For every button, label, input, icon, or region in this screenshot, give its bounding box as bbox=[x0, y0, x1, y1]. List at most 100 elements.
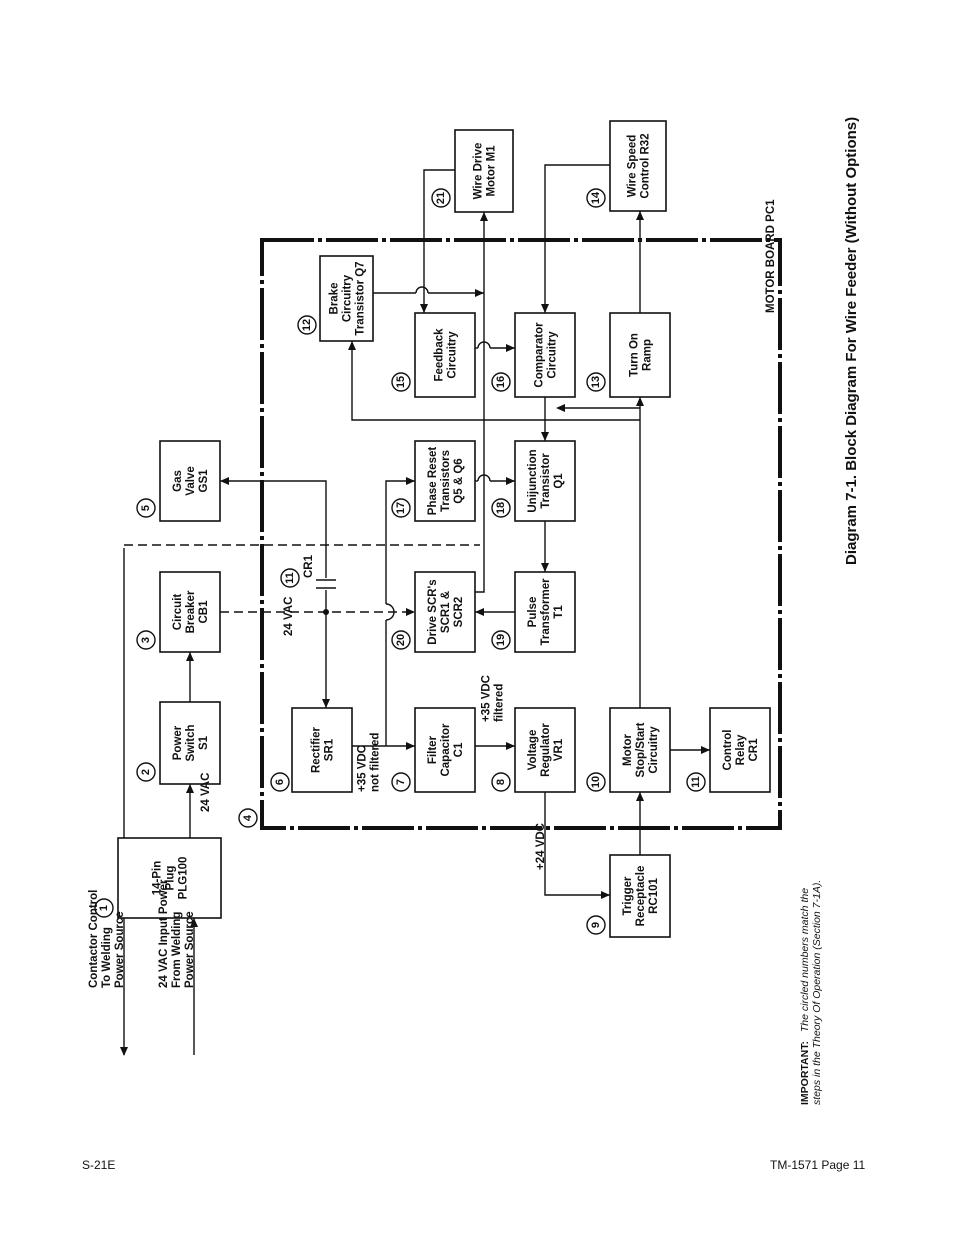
block-label-phasereset: Phase ResetTransistorsQ5 & Q6 bbox=[427, 447, 465, 516]
step-number-8: 8 bbox=[491, 772, 511, 792]
block-label-gs1: GasValveGS1 bbox=[172, 466, 210, 495]
step-number-13: 13 bbox=[586, 372, 606, 392]
arrowhead bbox=[506, 742, 515, 750]
step-number-14: 14 bbox=[586, 188, 606, 208]
arrowhead bbox=[220, 477, 229, 485]
input-power-arrow bbox=[190, 918, 198, 927]
step-number-15: 15 bbox=[391, 372, 411, 392]
svg-text:1: 1 bbox=[98, 905, 110, 911]
motor-board-outline bbox=[260, 238, 782, 830]
vac24-label-b: 24 VAC bbox=[283, 597, 295, 636]
step-number-11-contact: 11 bbox=[280, 568, 300, 588]
step-number-16: 16 bbox=[491, 372, 511, 392]
arrowhead bbox=[186, 784, 194, 793]
arrowhead bbox=[636, 792, 644, 801]
block-label-ramp: Turn OnRamp bbox=[629, 333, 654, 377]
arrowhead bbox=[322, 699, 330, 708]
arrowhead bbox=[475, 608, 484, 616]
block-label-rc101: TriggerReceptacleRC101 bbox=[622, 866, 660, 927]
input-power-label: 24 VAC Input PowerFrom WeldingPower Sour… bbox=[158, 879, 196, 988]
step-number-21: 21 bbox=[431, 188, 451, 208]
block-gs1: GasValveGS1 5 bbox=[136, 440, 221, 522]
block-label-m1: Wire DriveMotor M1 bbox=[473, 143, 498, 200]
block-label-sr1: RectifierSR1 bbox=[311, 726, 336, 773]
block-rc101: TriggerReceptacleRC101 9 bbox=[586, 854, 671, 938]
svg-text:5: 5 bbox=[140, 505, 152, 511]
arrowhead bbox=[636, 211, 644, 220]
svg-text:17: 17 bbox=[395, 502, 407, 514]
arrowhead bbox=[186, 652, 194, 661]
arrowhead bbox=[541, 563, 549, 572]
arrowhead bbox=[420, 304, 428, 313]
arrowhead bbox=[348, 341, 356, 350]
scr-to-motor bbox=[475, 212, 485, 593]
cr1-to-gas-valve bbox=[220, 480, 327, 578]
block-label-pulse: PulseTransformerT1 bbox=[527, 578, 565, 646]
svg-text:12: 12 bbox=[301, 319, 313, 331]
vdc35-filtered-label: +35 VDCfiltered bbox=[481, 675, 506, 722]
svg-text:11: 11 bbox=[284, 572, 296, 584]
svg-text:8: 8 bbox=[495, 779, 507, 785]
vac24-label-a: 24 VAC bbox=[200, 773, 212, 812]
block-sr1: RectifierSR1 6 bbox=[270, 707, 353, 793]
block-pulse: PulseTransformerT1 19 bbox=[491, 571, 576, 653]
arrowhead bbox=[556, 404, 565, 412]
vdc24-label: +24 VDC bbox=[535, 823, 547, 870]
svg-text:11: 11 bbox=[690, 776, 702, 788]
step-number-10: 10 bbox=[586, 772, 606, 792]
block-phasereset: Phase ResetTransistorsQ5 & Q6 17 bbox=[391, 440, 476, 522]
motor-board-label: MOTOR BOARD PC1 bbox=[765, 199, 777, 313]
regulator-to-trigger bbox=[544, 792, 610, 896]
block-label-r32: Wire SpeedControl R32 bbox=[627, 133, 652, 198]
arrowhead bbox=[636, 397, 644, 406]
r32-to-comparator bbox=[544, 164, 610, 313]
block-label-cr1relay: ControlRelayCR1 bbox=[722, 730, 760, 771]
important-note: IMPORTANT: The circled numbers match the… bbox=[799, 880, 823, 1105]
step-number-7: 7 bbox=[391, 772, 411, 792]
block-ramp: Turn OnRamp 13 bbox=[586, 312, 671, 398]
block-cb1: CircuitBreakerCB1 3 bbox=[136, 571, 221, 653]
arrowhead bbox=[406, 477, 415, 485]
svg-text:20: 20 bbox=[395, 634, 407, 646]
block-label-unijunction: UnijunctionTransistorQ1 bbox=[527, 449, 565, 512]
step-number-5: 5 bbox=[136, 498, 156, 518]
step-number-2: 2 bbox=[136, 762, 156, 782]
unfiltered-to-phase-reset-2 bbox=[385, 480, 415, 604]
arrowhead bbox=[480, 212, 488, 221]
block-label-cb1: CircuitBreakerCB1 bbox=[172, 590, 210, 633]
step-number-9: 9 bbox=[586, 915, 606, 935]
wire-hop bbox=[477, 474, 491, 482]
wire-hop bbox=[415, 286, 429, 294]
arrowhead bbox=[406, 742, 415, 750]
svg-text:3: 3 bbox=[140, 637, 152, 643]
stop-to-brake bbox=[351, 341, 640, 421]
svg-text:14: 14 bbox=[590, 191, 602, 204]
arrowhead bbox=[541, 432, 549, 441]
wire-hop bbox=[385, 603, 395, 621]
step-number-12: 12 bbox=[297, 315, 317, 335]
arrowhead bbox=[506, 344, 515, 352]
svg-text:9: 9 bbox=[590, 922, 602, 928]
block-s1: PowerSwitchS1 2 bbox=[136, 701, 221, 785]
svg-text:15: 15 bbox=[395, 376, 407, 388]
svg-text:6: 6 bbox=[274, 779, 286, 785]
step-number-6: 6 bbox=[270, 772, 290, 792]
step-number-4: 4 bbox=[238, 808, 258, 828]
contactor-control-label: Contactor ControlTo WeldingPower Source bbox=[88, 890, 126, 988]
block-label-s1: PowerSwitchS1 bbox=[172, 724, 210, 761]
motor-to-feedback bbox=[423, 169, 455, 313]
svg-text:19: 19 bbox=[495, 634, 507, 646]
svg-text:2: 2 bbox=[140, 769, 152, 775]
step-number-1: 1 bbox=[94, 898, 114, 918]
svg-text:13: 13 bbox=[590, 376, 602, 388]
svg-text:21: 21 bbox=[435, 192, 447, 204]
